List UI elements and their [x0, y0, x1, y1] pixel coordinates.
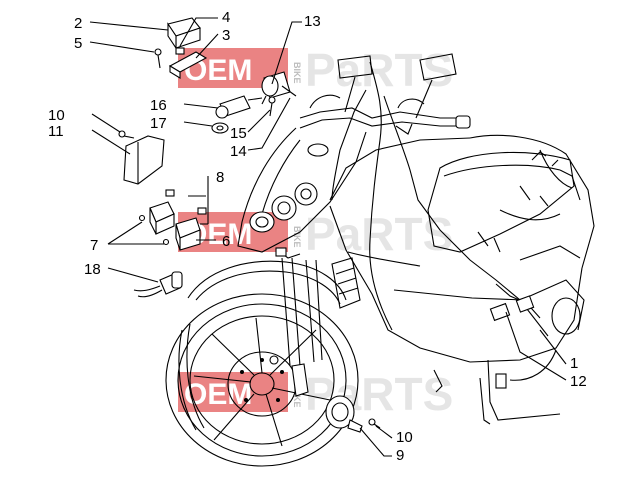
- callout-16: 16: [150, 97, 167, 114]
- relay-block-part: [167, 17, 201, 50]
- front-wheel: [165, 293, 359, 467]
- horn-screw-part: [368, 418, 381, 429]
- ignition-coil-part: [261, 71, 297, 105]
- front-shield: [237, 127, 367, 253]
- leader-lines: [89, 17, 567, 457]
- callout-1: 1: [570, 355, 578, 372]
- mirror-right: [415, 53, 457, 119]
- screw-small-part: [154, 48, 162, 69]
- front-fork: [281, 257, 323, 367]
- clip-part: [175, 47, 185, 55]
- callout-11: 11: [48, 123, 64, 140]
- callout-numbers: 2 5 4 3 13 10 11 16 17 15 14 8 7 6 18 1 …: [48, 9, 587, 464]
- screw-10-part: [118, 130, 135, 139]
- callout-10-horn: 10: [396, 429, 413, 446]
- callout-10: 10: [48, 107, 65, 124]
- washer-part: [211, 122, 229, 134]
- watermark-bottom: OEM BIKE PaRTS: [178, 368, 453, 420]
- callout-4: 4: [222, 9, 230, 26]
- relay-left-part: [149, 189, 175, 235]
- side-vent: [331, 257, 361, 309]
- watermark-bike-text: BIKE: [292, 62, 302, 84]
- relay-screws-part: [138, 214, 170, 246]
- watermark-bike-text: BIKE: [292, 226, 302, 248]
- watermark-bike-text: BIKE: [292, 386, 302, 408]
- sensor-part: [133, 271, 183, 298]
- watermark-parts-text: PaRTS: [305, 44, 453, 96]
- callout-6: 6: [222, 233, 230, 250]
- coil-screw-part: [268, 96, 276, 117]
- callout-12: 12: [570, 373, 587, 390]
- handlebar: [299, 94, 471, 135]
- mirror-left: [337, 55, 373, 113]
- callout-7: 7: [90, 237, 98, 254]
- callout-18: 18: [84, 261, 101, 278]
- watermark-top: OEM BIKE PaRTS: [178, 44, 453, 96]
- callout-3: 3: [222, 27, 230, 44]
- callout-2: 2: [74, 15, 82, 32]
- callout-14: 14: [230, 143, 247, 160]
- callout-8: 8: [216, 169, 224, 186]
- callout-17: 17: [150, 115, 167, 132]
- callout-15: 15: [230, 125, 247, 142]
- watermark-parts-text: PaRTS: [305, 208, 453, 260]
- spark-plug-cap-part: [215, 95, 263, 119]
- callout-9: 9: [396, 447, 404, 464]
- relay-right-part: [175, 207, 207, 251]
- horn-part: [325, 395, 363, 433]
- scooter-drawing: [165, 53, 595, 467]
- control-unit-part: [123, 135, 165, 185]
- front-fender: [187, 260, 347, 305]
- callout-5: 5: [74, 35, 82, 52]
- wiring-harness: [275, 61, 581, 337]
- callout-13: 13: [304, 13, 321, 30]
- watermark-middle: OEM BIKE PaRTS: [178, 208, 453, 260]
